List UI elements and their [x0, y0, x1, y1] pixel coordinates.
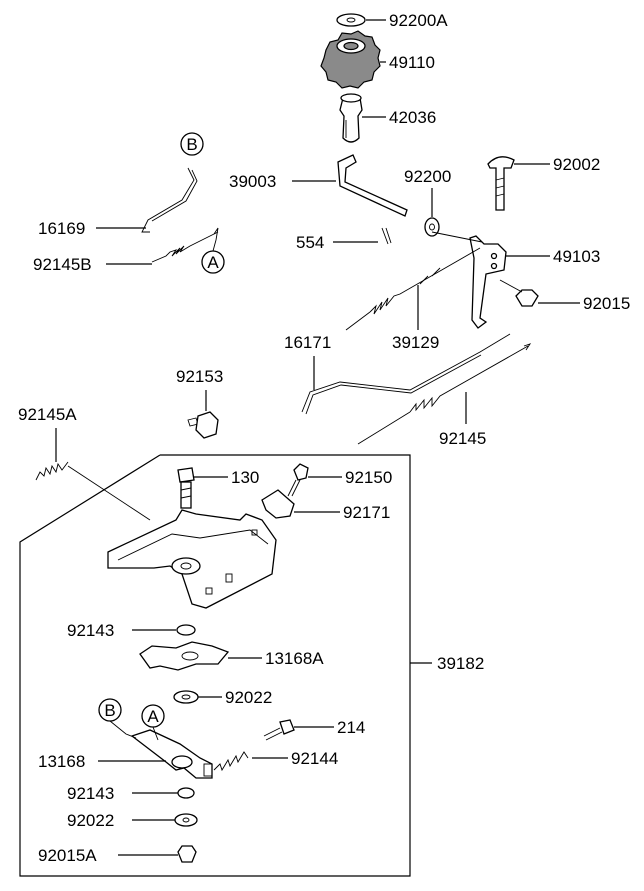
label-39182: 39182 [437, 654, 484, 673]
screw-214[interactable] [263, 719, 334, 741]
label-554: 554 [296, 233, 324, 252]
spring-92145[interactable] [357, 343, 532, 445]
label-92153: 92153 [176, 367, 223, 386]
bracket[interactable] [107, 509, 277, 609]
rod-16171[interactable] [301, 333, 511, 415]
label-39003: 39003 [229, 172, 276, 191]
bolt-92153[interactable] [187, 390, 219, 439]
plate-13168A[interactable] [139, 641, 262, 671]
svg-text:B: B [186, 135, 197, 154]
washer-92200A[interactable] [336, 13, 386, 27]
washer-92143-upper[interactable] [132, 624, 196, 636]
label-42036: 42036 [389, 108, 436, 127]
assembly-frame-39182 [19, 454, 432, 877]
label-92200A: 92200A [389, 11, 448, 30]
label-49110: 49110 [389, 53, 435, 72]
label-92145B: 92145B [33, 255, 92, 274]
label-92144: 92144 [291, 749, 338, 768]
svg-text:A: A [207, 253, 219, 272]
lever-39003[interactable] [292, 154, 408, 217]
label-49103: 49103 [553, 247, 600, 266]
label-130: 130 [231, 468, 259, 487]
clamp-92171[interactable] [261, 489, 340, 519]
label-16171: 16171 [284, 333, 331, 352]
gear-49110[interactable] [320, 30, 386, 89]
svg-text:B: B [104, 701, 115, 720]
label-13168A: 13168A [265, 649, 324, 668]
bolt-92150[interactable] [287, 463, 342, 497]
label-13168: 13168 [38, 752, 85, 771]
marker-b-bottom: B [98, 698, 137, 739]
spring-92145A[interactable] [35, 428, 151, 521]
label-92015: 92015 [583, 294, 630, 313]
spring-92144[interactable] [213, 751, 288, 772]
bolt-130[interactable] [177, 467, 228, 509]
nut-92015[interactable] [499, 279, 580, 307]
marker-b-top: B [180, 132, 204, 156]
washer-92143-lower[interactable] [132, 787, 195, 799]
label-92143-upper: 92143 [67, 621, 114, 640]
label-39129: 39129 [392, 333, 439, 352]
label-92200: 92200 [404, 167, 451, 186]
label-92150: 92150 [345, 468, 392, 487]
bolt-92002[interactable] [487, 156, 550, 211]
bushing-42036[interactable] [339, 93, 386, 143]
label-16169: 16169 [38, 219, 85, 238]
label-92145A: 92145A [18, 405, 77, 424]
label-92022-lower: 92022 [67, 811, 114, 830]
marker-a-top: A [201, 239, 225, 274]
label-214: 214 [337, 718, 365, 737]
spring-92145B[interactable] [106, 227, 219, 265]
rod-16169[interactable] [96, 167, 198, 233]
label-92143-lower: 92143 [67, 784, 114, 803]
svg-text:A: A [147, 707, 159, 726]
pin-554[interactable] [333, 227, 392, 245]
label-92145: 92145 [439, 429, 486, 448]
washer-92022-lower[interactable] [132, 813, 198, 827]
spring-39129[interactable] [345, 247, 481, 331]
marker-a-bottom: A [141, 704, 165, 741]
label-92022-upper: 92022 [225, 688, 272, 707]
lever-13168[interactable] [98, 729, 213, 779]
nut-92015A[interactable] [118, 845, 197, 863]
label-92002: 92002 [553, 155, 600, 174]
label-92015A: 92015A [38, 846, 97, 865]
washer-92200[interactable] [424, 188, 440, 237]
lever-49103[interactable] [431, 231, 550, 329]
washer-92022-upper[interactable] [173, 690, 222, 704]
label-92171: 92171 [343, 503, 390, 522]
